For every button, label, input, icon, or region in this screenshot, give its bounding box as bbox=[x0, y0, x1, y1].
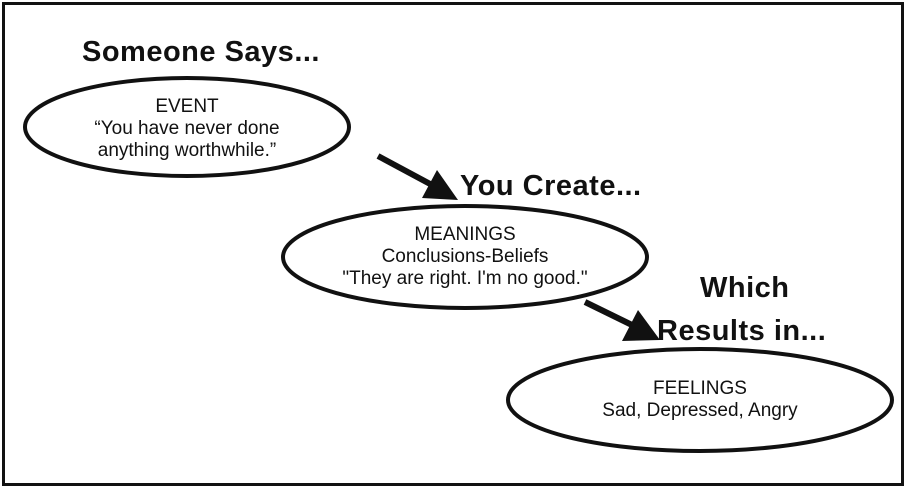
event-quote-line1: “You have never done bbox=[94, 118, 280, 139]
event-text: EVENT “You have never done anything wort… bbox=[37, 96, 337, 162]
meanings-text: MEANINGS Conclusions-Beliefs "They are r… bbox=[290, 224, 640, 290]
arrow-1-head bbox=[422, 170, 458, 200]
feelings-title: FEELINGS bbox=[653, 378, 747, 399]
meanings-line2: "They are right. I'm no good." bbox=[342, 268, 588, 289]
heading-results-in: Results in... bbox=[657, 315, 827, 347]
event-title: EVENT bbox=[155, 96, 219, 117]
arrow-2-shaft bbox=[583, 299, 634, 328]
meanings-ellipse bbox=[281, 204, 649, 310]
heading-someone-says: Someone Says... bbox=[82, 36, 320, 68]
meanings-title: MEANINGS bbox=[414, 224, 516, 245]
feelings-text: FEELINGS Sad, Depressed, Angry bbox=[550, 378, 850, 422]
feelings-ellipse bbox=[506, 347, 894, 453]
arrow-2-head bbox=[622, 310, 660, 341]
meanings-line1: Conclusions-Beliefs bbox=[381, 246, 549, 267]
arrow-1-shaft bbox=[376, 153, 434, 188]
feelings-line1: Sad, Depressed, Angry bbox=[602, 400, 798, 421]
event-quote-line2: anything worthwhile.” bbox=[97, 140, 277, 161]
heading-which: Which bbox=[700, 272, 790, 304]
heading-you-create: You Create... bbox=[460, 170, 642, 202]
event-ellipse bbox=[23, 76, 351, 178]
